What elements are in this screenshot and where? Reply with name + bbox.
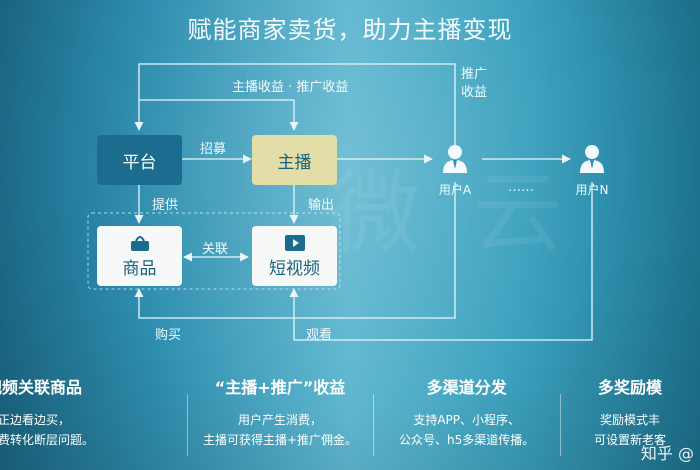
edge-income-to-platform (134, 63, 456, 152)
user-n: 用户N (562, 144, 622, 198)
feature-desc-line: 奖励模式丰 (600, 413, 661, 427)
node-anchor: 主播 (252, 135, 337, 185)
node-product-label: 商品 (122, 258, 157, 279)
feature-desc-line: 支持APP、小程序、 (413, 413, 521, 427)
label-provide: 提供 (152, 198, 179, 213)
feature-desc-line: 主播可获得主播+推广佣金。 (202, 433, 358, 447)
label-output: 输出 (308, 198, 335, 213)
user-a-label: 用户A (438, 183, 472, 197)
label-watch: 观看 (306, 328, 333, 343)
feature-row: 视频关联商品 真正边看边买， 消费转化断层问题。 “主播+推广”收益 用户产生消… (0, 368, 700, 470)
feature-multichannel: 多渠道分发 支持APP、小程序、 公众号、h5多渠道传播。 (373, 368, 560, 470)
feature-desc-line: 真正边看边买， (0, 413, 71, 427)
edge-buy (134, 182, 456, 319)
feature-title: 多渠道分发 (426, 378, 507, 397)
feature-desc: 奖励模式丰 可设置新老客 (560, 410, 700, 450)
user-n-label: 用户N (575, 183, 609, 197)
feature-title: 视频关联商品 (0, 378, 83, 397)
node-video: 短视频 (252, 226, 337, 286)
feature-desc-line: 公众号、h5多渠道传播。 (399, 433, 535, 447)
feature-anchor-income: “主播+推广”收益 用户产生消费， 主播可获得主播+推广佣金。 (186, 368, 374, 470)
feature-desc: 真正边看边买， 消费转化断层问题。 (0, 410, 187, 450)
label-side-income: 推广 收益 (461, 67, 488, 100)
user-icon (443, 145, 467, 173)
shopping-basket-icon (130, 235, 149, 251)
edge-watch (289, 182, 593, 341)
feature-desc-line: 消费转化断层问题。 (0, 433, 95, 447)
node-video-label: 短视频 (269, 258, 320, 279)
video-film-icon (284, 234, 305, 251)
page-title: 赋能商家卖货，助力主播变现 (187, 16, 513, 44)
label-link: 关联 (202, 242, 229, 257)
product-video-group-frame (87, 212, 341, 290)
label-buy: 购买 (155, 328, 182, 343)
feature-desc-line: 用户产生消费， (238, 413, 323, 427)
feature-desc-line: 可设置新老客 (594, 433, 667, 447)
label-top-income: 主播收益 · 推广收益 (232, 80, 349, 95)
feature-rewards: 多奖励模 奖励模式丰 可设置新老客 (560, 368, 700, 470)
node-product: 商品 (97, 226, 182, 286)
node-platform-label: 平台 (122, 152, 157, 173)
watermark: 知乎 @ (640, 444, 694, 463)
node-platform: 平台 (97, 135, 182, 185)
node-anchor-label: 主播 (277, 152, 312, 173)
feature-title: “主播+推广”收益 (214, 378, 346, 397)
label-recruit: 招募 (200, 142, 227, 157)
edge-income-to-anchor (139, 99, 299, 131)
label-ellipsis: …… (508, 180, 534, 195)
user-a: 用户A (425, 144, 485, 198)
feature-video-product: 视频关联商品 真正边看边买， 消费转化断层问题。 (0, 368, 187, 470)
background-logo-mark: 微 云 (330, 161, 575, 266)
feature-title: 多奖励模 (598, 378, 663, 397)
feature-desc: 支持APP、小程序、 公众号、h5多渠道传播。 (373, 410, 560, 450)
feature-desc: 用户产生消费， 主播可获得主播+推广佣金。 (187, 410, 374, 450)
user-icon (580, 145, 604, 173)
